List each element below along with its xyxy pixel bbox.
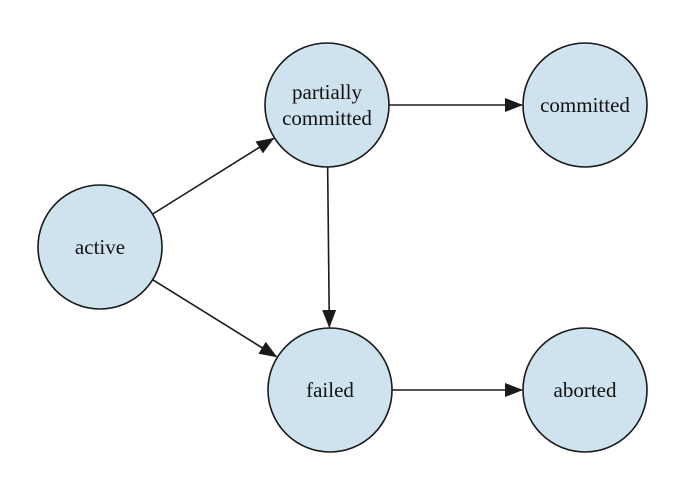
arrow-active-to-partially-committed xyxy=(152,137,275,215)
transition-edges xyxy=(152,98,523,397)
state-label-failed: failed xyxy=(306,378,354,402)
edge-active-to-failed xyxy=(152,279,278,358)
edge-partially-committed-to-failed xyxy=(322,166,337,329)
state-node-failed: failed xyxy=(267,327,393,453)
state-circle-partially-committed xyxy=(264,42,390,168)
state-circle-committed xyxy=(522,42,648,168)
state-circle-active xyxy=(37,184,163,310)
state-label-aborted: aborted xyxy=(554,378,617,402)
state-label-partially-committed: committed xyxy=(282,106,372,130)
state-node-aborted: aborted xyxy=(522,327,648,453)
state-node-committed: committed xyxy=(522,42,648,168)
state-label-partially-committed: partially xyxy=(292,80,362,104)
arrow-partially-committed-to-failed xyxy=(322,166,337,329)
state-node-active: active xyxy=(37,184,163,310)
state-label-active: active xyxy=(75,235,125,259)
arrow-active-to-failed xyxy=(152,279,278,358)
state-circle-aborted xyxy=(522,327,648,453)
state-label-committed: committed xyxy=(540,93,630,117)
state-circle-failed xyxy=(267,327,393,453)
edge-active-to-partially-committed xyxy=(152,137,275,215)
